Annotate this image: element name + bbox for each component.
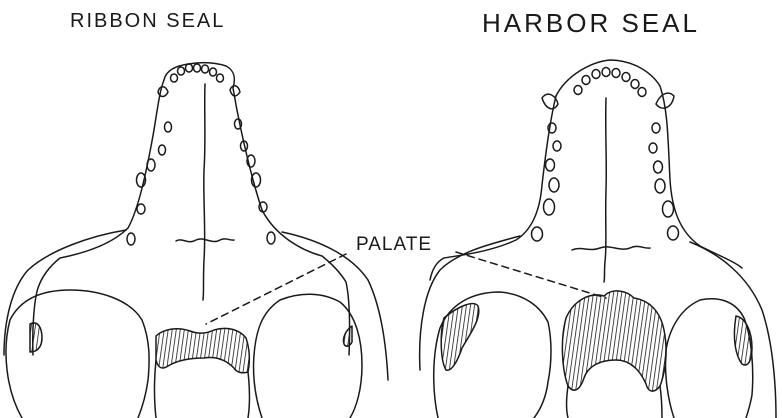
ribbon-canine-left xyxy=(158,87,168,97)
ribbon-hatch-left xyxy=(30,323,42,352)
harbor-hatch-left xyxy=(441,304,479,371)
ribbon-orbit-right xyxy=(253,294,362,418)
palate-label: PALATE xyxy=(356,234,432,256)
harbor-seal-skull xyxy=(420,60,776,418)
ribbon-midline-suture xyxy=(203,84,205,300)
harbor-incisors xyxy=(574,68,646,97)
ribbon-canine-right xyxy=(230,86,240,96)
harbor-snout-outline-left xyxy=(430,96,556,280)
harbor-cheek-teeth-right xyxy=(649,123,679,240)
ribbon-seal-title: RIBBON SEAL xyxy=(70,10,225,33)
ribbon-hatch-right xyxy=(343,326,352,346)
harbor-palate-hatch xyxy=(562,291,666,391)
harbor-snout-outline xyxy=(556,60,742,268)
ribbon-snout-outline xyxy=(164,63,350,355)
harbor-seal-title: HARBOR SEAL xyxy=(482,8,700,39)
palate-leader-right xyxy=(456,252,606,298)
palate-leader-left xyxy=(206,254,346,324)
harbor-midline-suture xyxy=(604,98,606,282)
harbor-hatch-right xyxy=(734,316,752,365)
ribbon-seal-skull xyxy=(4,63,388,418)
ribbon-palate-hatch xyxy=(156,328,249,372)
ribbon-cheek-teeth-right xyxy=(235,119,276,244)
ribbon-cheek-teeth-left xyxy=(127,122,172,245)
harbor-transverse-suture xyxy=(572,246,650,250)
ribbon-zygomatic-left xyxy=(4,230,126,355)
ribbon-snout-outline-left xyxy=(33,80,164,355)
harbor-palate-lower xyxy=(567,386,663,418)
harbor-zygomatic-right xyxy=(690,242,776,418)
harbor-cheek-teeth-left xyxy=(532,123,562,241)
ribbon-orbit-left xyxy=(6,290,149,418)
